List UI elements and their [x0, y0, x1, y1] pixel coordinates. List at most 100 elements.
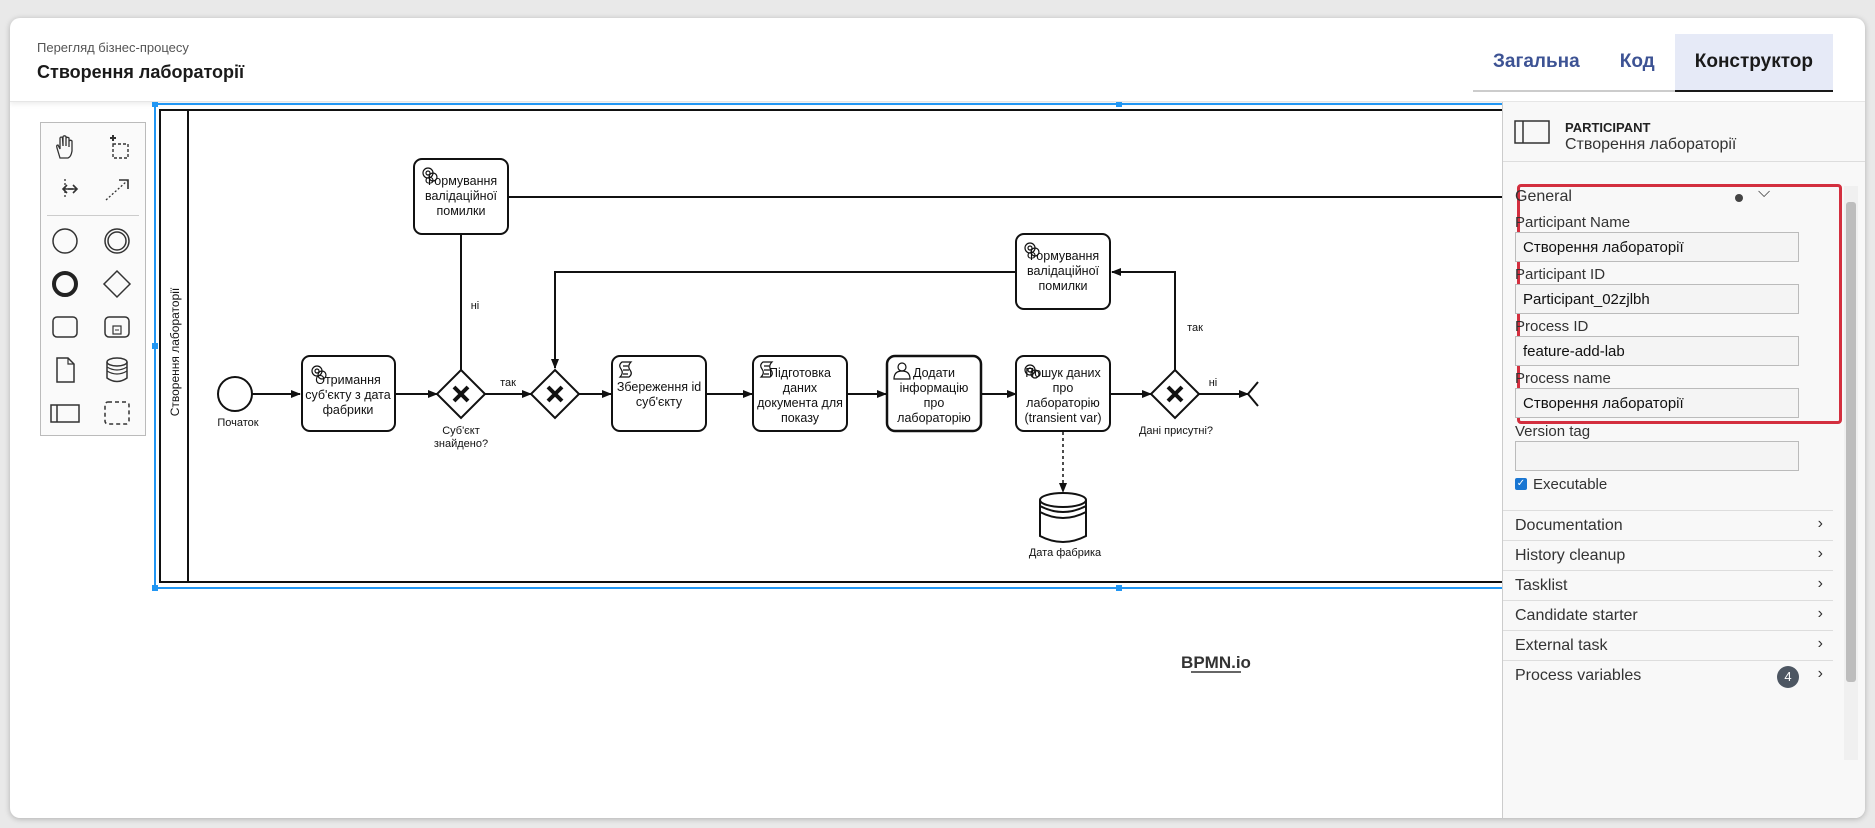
- task-prepare-doc-label-line3: документа для: [757, 396, 843, 410]
- task-save-id-label-line1: Збереження id: [617, 380, 701, 394]
- edge-no-1-label: ні: [471, 300, 480, 312]
- data-object-icon[interactable]: [47, 352, 83, 388]
- start-event-icon[interactable]: [47, 223, 83, 259]
- resize-handle[interactable]: [152, 343, 158, 349]
- participant-name-label: Participant Name: [1515, 214, 1631, 231]
- group-general-header[interactable]: General: [1515, 188, 1572, 205]
- process-name-input[interactable]: [1515, 388, 1799, 418]
- task-prepare-doc[interactable]: [752, 355, 848, 432]
- selection-outline: [154, 103, 1502, 589]
- task-add-info-label-line2: інформацію: [900, 381, 969, 395]
- task-get-subject[interactable]: [301, 355, 396, 432]
- service-task-gear-icon: [422, 167, 438, 182]
- global-connect-tool-icon[interactable]: [99, 171, 135, 207]
- properties-panel: PARTICIPANT Створення лабораторії Genera…: [1502, 102, 1865, 818]
- group-icon[interactable]: [99, 395, 135, 431]
- bpmn-canvas[interactable]: Створення лабораторії Початок: [10, 102, 1865, 818]
- chevron-right-icon: ›: [1817, 575, 1823, 592]
- task-add-info-label-line3: про: [924, 396, 945, 410]
- group-data-indicator: [1735, 194, 1743, 202]
- task-search-label-line1: Пошук даних: [1025, 366, 1101, 380]
- resize-handle[interactable]: [1116, 585, 1122, 591]
- task-save-id[interactable]: [611, 355, 707, 432]
- pool-icon[interactable]: [47, 395, 83, 431]
- task-prepare-doc-label-line1: Підготовка: [769, 366, 831, 380]
- participant-icon: [1513, 118, 1551, 151]
- gateway-icon[interactable]: [99, 266, 135, 302]
- task-add-info[interactable]: [885, 354, 983, 433]
- chevron-right-icon: ›: [1817, 635, 1823, 652]
- scrollbar-thumb[interactable]: [1846, 202, 1856, 682]
- section-process-variables[interactable]: Process variables 4 ›: [1503, 660, 1833, 690]
- task-search-label-line3: лабораторію: [1026, 396, 1100, 410]
- hand-tool-icon[interactable]: [47, 129, 83, 165]
- intermediate-event-icon[interactable]: [99, 223, 135, 259]
- bpmn-diagram[interactable]: Створення лабораторії Початок: [10, 102, 1502, 818]
- version-tag-input[interactable]: [1515, 441, 1799, 471]
- bpmn-io-logo[interactable]: BPMN.io: [1181, 653, 1251, 672]
- process-id-label: Process ID: [1515, 318, 1589, 335]
- gateway1-label-line1: Суб'єкт: [442, 425, 480, 437]
- task-validation-right-label-line3: помилки: [1038, 279, 1087, 293]
- sequence-flows: [252, 196, 1502, 493]
- section-label: Documentation: [1515, 517, 1623, 534]
- task-prepare-doc-label-line4: показу: [781, 411, 820, 425]
- service-task-gear-icon: [1024, 242, 1040, 257]
- page-title: Створення лабораторії: [37, 62, 245, 82]
- script-task-icon: [618, 361, 633, 378]
- chevron-right-icon: ›: [1817, 605, 1823, 622]
- task-icon[interactable]: [47, 309, 83, 345]
- service-task-gear-icon: [311, 365, 327, 380]
- section-label: Process variables: [1515, 667, 1642, 684]
- participant-id-input[interactable]: [1515, 284, 1799, 314]
- task-add-info-label-line4: лабораторію: [897, 411, 971, 425]
- task-search-label-line2: про: [1053, 381, 1074, 395]
- element-type: PARTICIPANT: [1565, 120, 1651, 135]
- chevron-right-icon: ›: [1817, 545, 1823, 562]
- lasso-tool-icon[interactable]: [99, 129, 135, 165]
- data-store[interactable]: [1039, 492, 1087, 543]
- start-event[interactable]: [217, 376, 253, 412]
- section-label: External task: [1515, 637, 1608, 654]
- space-tool-icon[interactable]: [47, 171, 83, 207]
- tool-palette: [40, 122, 146, 436]
- tab-general[interactable]: Загальна: [1472, 34, 1600, 92]
- resize-handle[interactable]: [152, 585, 158, 591]
- participant-id-label: Participant ID: [1515, 266, 1606, 283]
- section-documentation[interactable]: Documentation›: [1503, 510, 1833, 540]
- tab-constructor[interactable]: Конструктор: [1674, 34, 1833, 92]
- chevron-right-icon: ›: [1817, 665, 1823, 682]
- end-event-icon[interactable]: [47, 266, 83, 302]
- gateway-merge[interactable]: [529, 368, 581, 420]
- participant-name-input[interactable]: [1515, 232, 1799, 262]
- gateway-partial: [1246, 381, 1259, 407]
- gateway-subject-found[interactable]: [435, 368, 487, 420]
- subprocess-icon[interactable]: [99, 309, 135, 345]
- pool[interactable]: [159, 109, 1502, 583]
- resize-handle[interactable]: [1116, 102, 1122, 107]
- app-window: Перегляд бізнес-процесу Створення лабора…: [10, 18, 1865, 818]
- process-id-input[interactable]: [1515, 336, 1799, 366]
- properties-scrollbar[interactable]: [1844, 186, 1858, 760]
- edge-yes-1-label: так: [500, 377, 516, 389]
- section-tasklist[interactable]: Tasklist›: [1503, 570, 1833, 600]
- section-label: Candidate starter: [1515, 607, 1638, 624]
- task-prepare-doc-label-line2: даних: [783, 381, 818, 395]
- task-get-subject-label-line1: Отримання: [315, 373, 381, 387]
- task-search-label-line4: (transient var): [1024, 411, 1101, 425]
- task-get-subject-label-line3: фабрики: [323, 403, 374, 417]
- section-history-cleanup[interactable]: History cleanup›: [1503, 540, 1833, 570]
- edge-yes-2-label: так: [1187, 322, 1203, 334]
- gateway-data-present[interactable]: [1149, 368, 1201, 420]
- gateway1-label-line2: знайдено?: [434, 438, 488, 450]
- task-add-info-label-line1: Додати: [913, 366, 955, 380]
- tab-code[interactable]: Код: [1599, 34, 1675, 92]
- process-variables-count-badge: 4: [1777, 666, 1799, 688]
- task-save-id-label-line2: суб'єкту: [636, 395, 683, 409]
- section-external-task[interactable]: External task ›: [1503, 630, 1833, 660]
- chevron-down-icon[interactable]: ⌵: [1758, 184, 1771, 201]
- resize-handle[interactable]: [152, 102, 158, 107]
- section-candidate-starter[interactable]: Candidate starter ›: [1503, 600, 1833, 630]
- data-store-icon[interactable]: [99, 352, 135, 388]
- executable-checkbox[interactable]: ✓: [1515, 478, 1527, 490]
